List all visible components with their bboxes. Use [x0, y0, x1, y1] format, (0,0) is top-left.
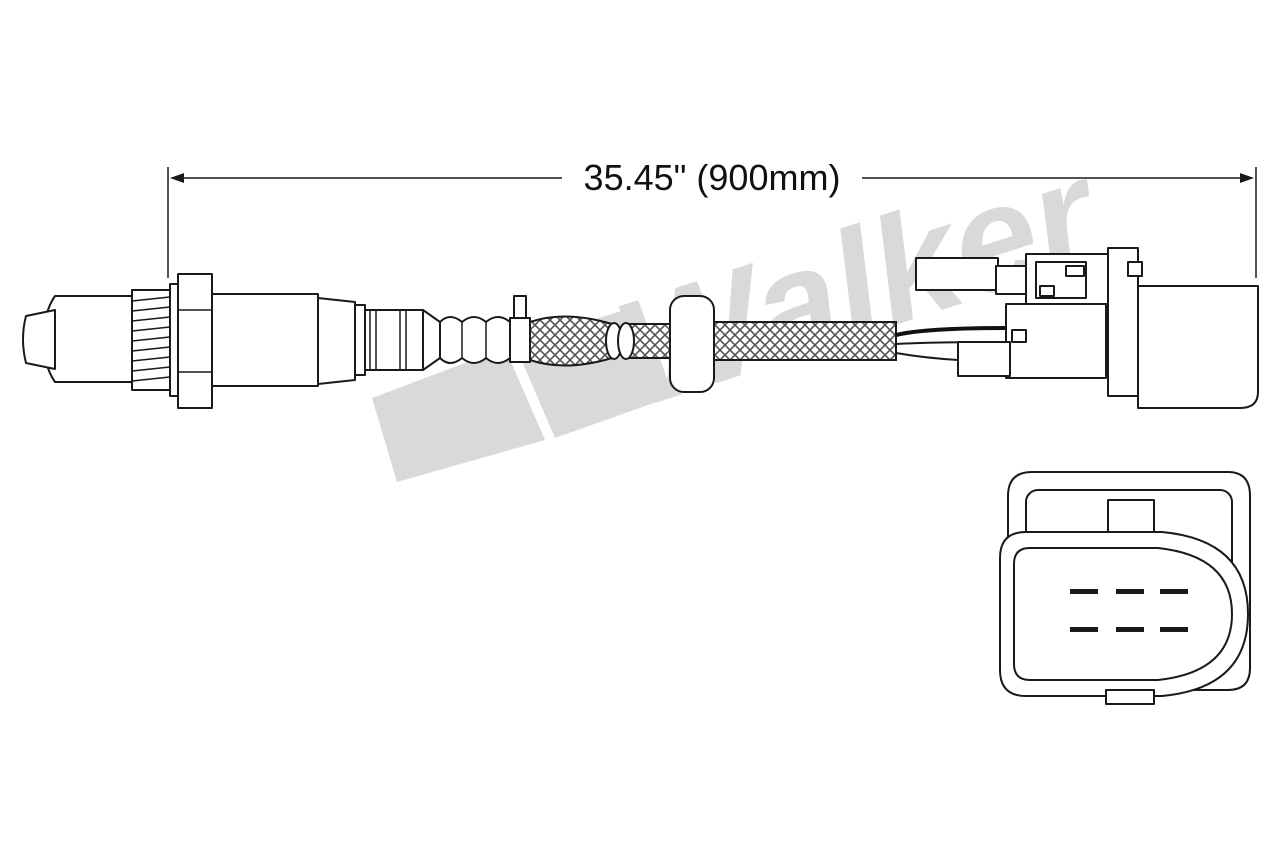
cable-grommet	[669, 295, 715, 393]
pin	[1160, 627, 1188, 632]
pin	[1116, 627, 1144, 632]
braided-cable-1	[529, 315, 623, 367]
dimension-line: 35.45" (900mm)	[167, 157, 1257, 278]
braided-cable-2	[617, 322, 671, 360]
pin	[1070, 589, 1098, 594]
cable-clamp	[509, 295, 531, 363]
sensor-tip	[22, 295, 133, 383]
pin	[1070, 627, 1098, 632]
braided-cable-3	[713, 321, 897, 361]
pin	[1116, 589, 1144, 594]
pin	[1160, 589, 1188, 594]
sensor-shell	[211, 293, 441, 387]
sensor-thread	[131, 289, 171, 391]
connector-side-view	[915, 247, 1259, 409]
connector-pins	[1070, 589, 1188, 632]
rubber-boot	[439, 316, 511, 364]
hex-nut	[169, 273, 213, 409]
connector-face-view	[999, 471, 1251, 705]
logo-slash-1	[372, 348, 545, 482]
dimension-label: 35.45" (900mm)	[584, 157, 841, 198]
